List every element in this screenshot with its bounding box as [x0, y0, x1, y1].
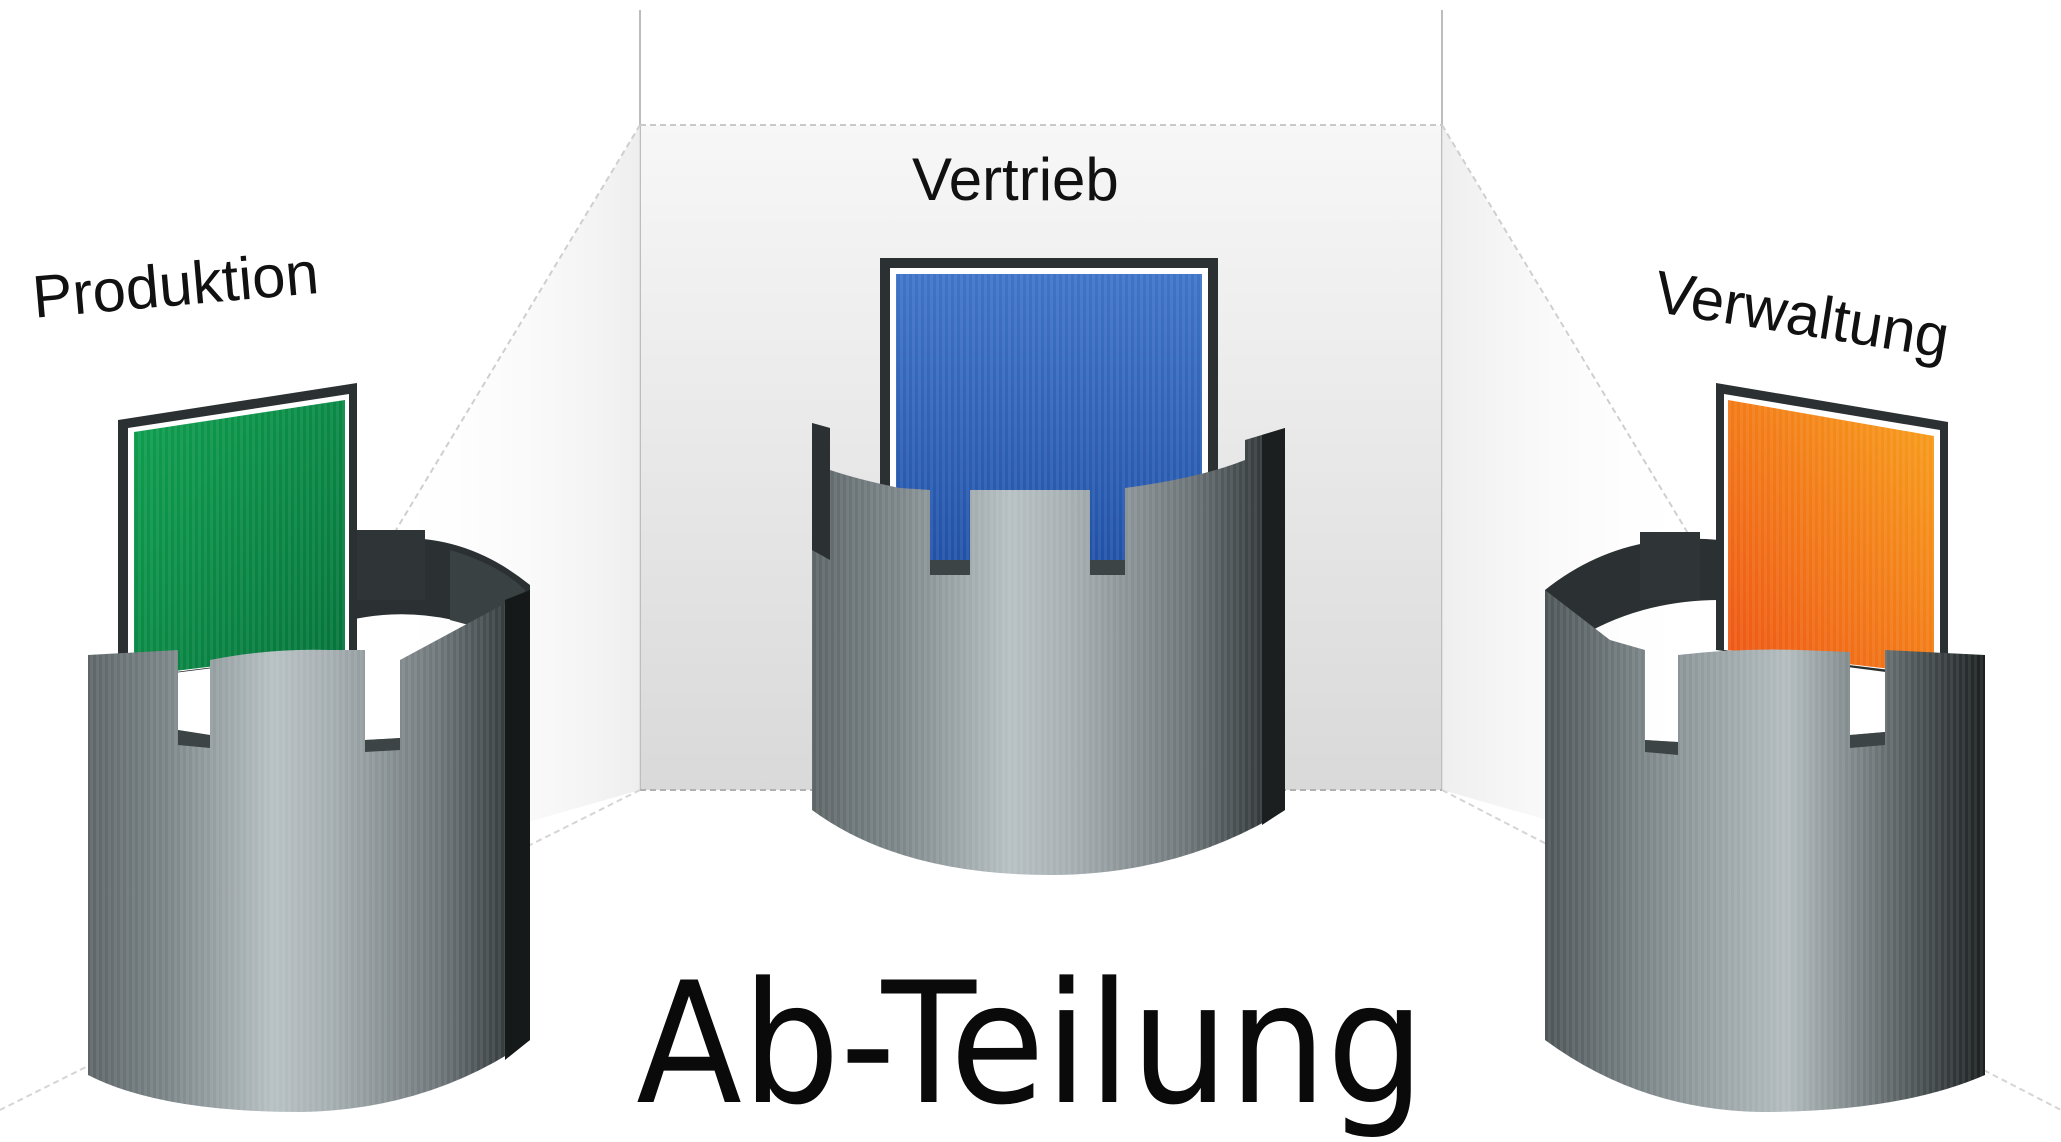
tower-vertrieb [812, 258, 1285, 875]
tower-produktion [88, 383, 530, 1112]
tower-verwaltung [1545, 383, 1985, 1112]
page-title: Ab-Teilung [636, 946, 1425, 1142]
department-label-vertrieb: Vertrieb [912, 146, 1119, 213]
orange-folder-icon [1716, 383, 1948, 680]
green-folder-icon [118, 383, 357, 680]
